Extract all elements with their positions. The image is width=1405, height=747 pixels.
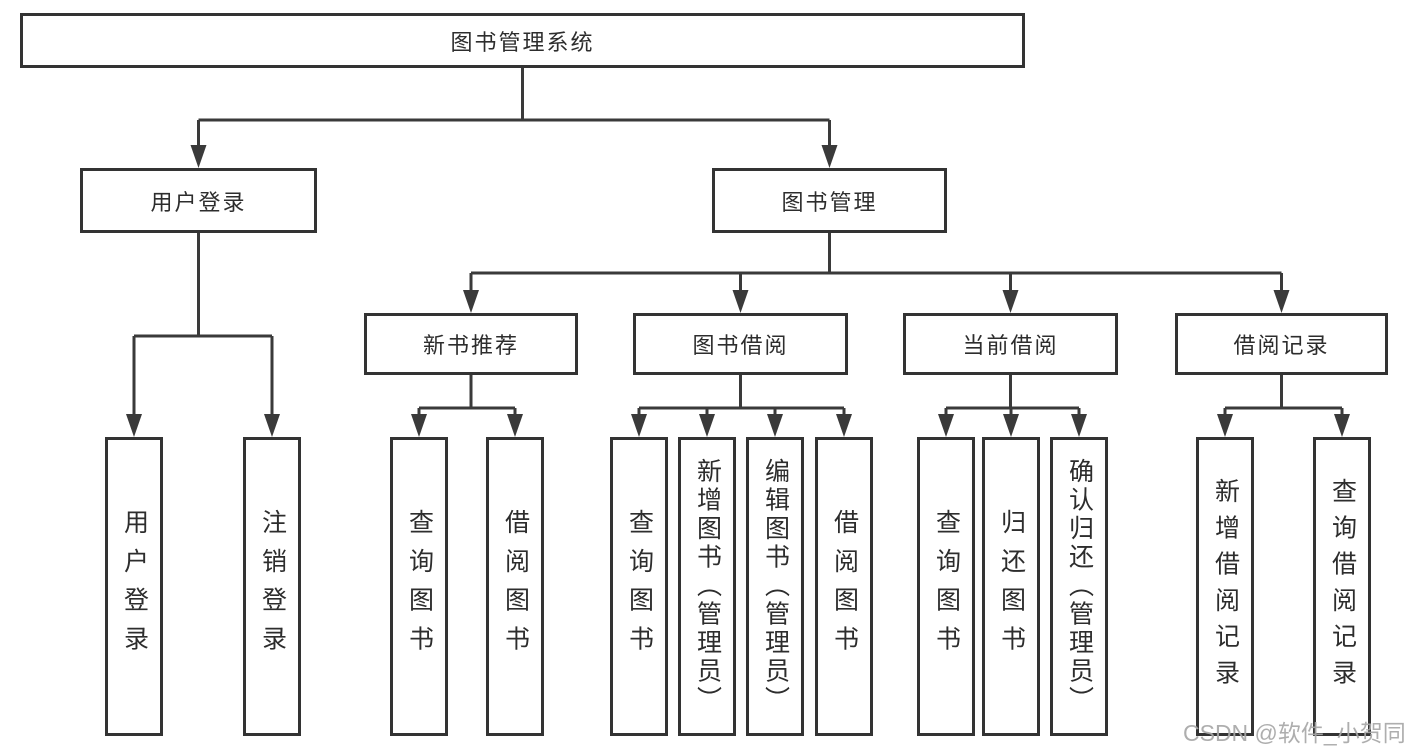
leaf-borrow-query-books: 查询图书 xyxy=(610,437,668,736)
node-user-login: 用户登录 xyxy=(80,168,317,233)
leaf-record-query: 查询借阅记录 xyxy=(1313,437,1371,736)
node-book-borrow: 图书借阅 xyxy=(633,313,848,375)
leaf-logout: 注销登录 xyxy=(243,437,301,736)
leaf-record-add: 新增借阅记录 xyxy=(1196,437,1254,736)
leaf-current-return-books: 归还图书 xyxy=(982,437,1040,736)
leaf-borrow-edit-books-admin: 编辑图书（管理员） xyxy=(746,437,804,736)
leaf-borrow-borrow-books: 借阅图书 xyxy=(815,437,873,736)
node-root: 图书管理系统 xyxy=(20,13,1025,68)
leaf-user-login: 用户登录 xyxy=(105,437,163,736)
node-book-management: 图书管理 xyxy=(712,168,947,233)
leaf-current-query-books: 查询图书 xyxy=(917,437,975,736)
leaf-recommend-borrow-books: 借阅图书 xyxy=(486,437,544,736)
node-new-book-recommend: 新书推荐 xyxy=(364,313,578,375)
node-borrow-record: 借阅记录 xyxy=(1175,313,1388,375)
leaf-recommend-query-books: 查询图书 xyxy=(390,437,448,736)
leaf-current-confirm-return-admin: 确认归还（管理员） xyxy=(1050,437,1108,736)
leaf-borrow-add-books-admin: 新增图书（管理员） xyxy=(678,437,736,736)
csdn-watermark: CSDN @软件_小贺同学 xyxy=(1183,720,1405,746)
node-current-borrow: 当前借阅 xyxy=(903,313,1118,375)
